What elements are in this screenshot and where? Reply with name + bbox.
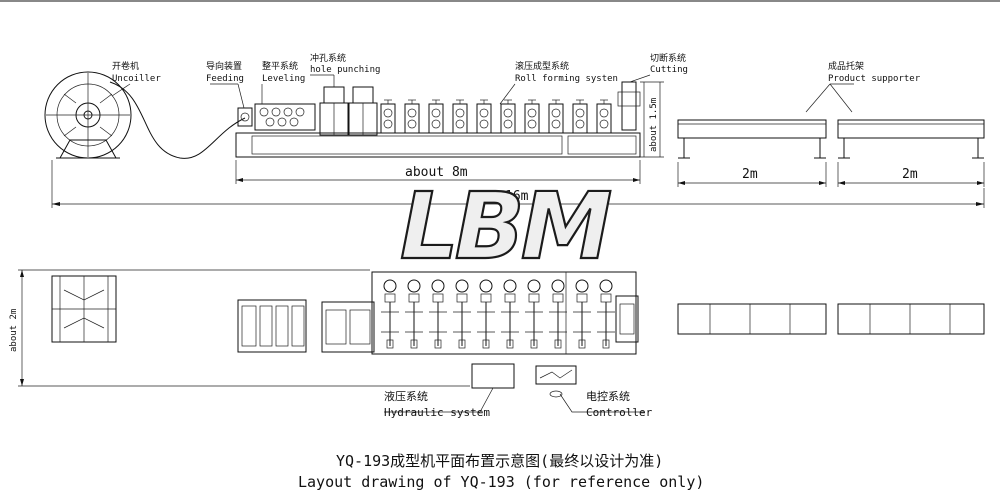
supporter-label-zh: 成品托架 bbox=[828, 60, 864, 72]
forming-stand bbox=[596, 99, 612, 134]
machine-length-dimension bbox=[235, 160, 641, 184]
cutting-unit bbox=[617, 81, 641, 131]
plan-forming-stand bbox=[501, 279, 519, 349]
punching-press-1 bbox=[319, 86, 349, 136]
plan-machine-frame bbox=[371, 271, 637, 355]
plan-forming-stand bbox=[381, 279, 399, 349]
height-dimension bbox=[640, 81, 664, 158]
forming-label-zh: 滚压成型系统 bbox=[515, 60, 569, 72]
punching-label-zh: 冲孔系统 bbox=[310, 52, 346, 64]
forming-stand bbox=[404, 99, 420, 134]
plan-forming-stand bbox=[453, 279, 471, 349]
plan-forming-stands bbox=[381, 279, 615, 349]
plan-forming-stand bbox=[573, 279, 591, 349]
cutting-label-en: Cutting bbox=[650, 65, 688, 75]
forming-stand bbox=[476, 99, 492, 134]
title-english: Layout drawing of YQ-193 (for reference … bbox=[298, 473, 704, 491]
uncoiller-machine bbox=[44, 71, 132, 159]
plan-supporter-2 bbox=[837, 303, 985, 335]
feeding-label-zh: 导向装置 bbox=[206, 60, 242, 72]
supporter1-dim-label: 2m bbox=[742, 167, 758, 182]
plan-forming-stand bbox=[405, 279, 423, 349]
forming-stand bbox=[572, 99, 588, 134]
hydraulic-label-en: Hydraulic system bbox=[384, 406, 490, 419]
plan-forming-stand bbox=[477, 279, 495, 349]
plan-width-label: about 2m bbox=[9, 309, 19, 352]
controller-label-zh: 电控系统 bbox=[586, 389, 630, 403]
punching-press-2 bbox=[348, 86, 378, 136]
supporter-label-en: Product supporter bbox=[828, 74, 921, 84]
forming-stand bbox=[428, 99, 444, 134]
plan-forming-stand bbox=[597, 279, 615, 349]
lbm-watermark: LBM bbox=[400, 173, 611, 280]
uncoiller-label-zh: 开卷机 bbox=[112, 60, 139, 72]
strip-material bbox=[109, 81, 246, 159]
punching-label-en: hole punching bbox=[310, 65, 380, 75]
uncoiller-label-en: Uncoiller bbox=[112, 74, 161, 84]
leveling-label-en: Leveling bbox=[262, 74, 305, 84]
plan-punching bbox=[321, 301, 375, 353]
plan-uncoiller bbox=[51, 275, 117, 343]
total-length-dimension bbox=[51, 160, 985, 208]
product-supporter-1 bbox=[677, 119, 827, 159]
leveling-label-zh: 整平系统 bbox=[262, 60, 298, 72]
forming-label-en: Roll forming systen bbox=[515, 74, 618, 84]
total-length-label: 16m bbox=[505, 189, 529, 204]
cutting-label-zh: 切断系统 bbox=[650, 52, 686, 64]
forming-stand bbox=[548, 99, 564, 134]
controller-unit bbox=[535, 365, 644, 413]
supporter-dimensions bbox=[677, 162, 985, 187]
plan-supporter-1 bbox=[677, 303, 827, 335]
height-dim-label: about 1.5m bbox=[649, 98, 659, 152]
forming-stand bbox=[500, 99, 516, 134]
plan-forming-stand bbox=[429, 279, 447, 349]
plan-cutting bbox=[615, 295, 639, 343]
feeding-unit bbox=[237, 107, 253, 127]
forming-stand bbox=[380, 99, 396, 134]
machine-length-label: about 8m bbox=[405, 165, 468, 180]
leveling-unit bbox=[254, 103, 316, 131]
label-leaders bbox=[111, 74, 854, 113]
plan-leveling bbox=[237, 299, 307, 353]
feeding-label-en: Feeding bbox=[206, 74, 244, 84]
hydraulic-label-zh: 液压系统 bbox=[384, 389, 428, 403]
plan-forming-stand bbox=[525, 279, 543, 349]
machine-base bbox=[235, 132, 641, 158]
product-supporter-2 bbox=[837, 119, 985, 159]
plan-width-dimension bbox=[18, 269, 470, 387]
roll-forming-stands bbox=[380, 99, 612, 134]
supporter2-dim-label: 2m bbox=[902, 167, 918, 182]
hydraulic-unit bbox=[384, 363, 515, 413]
forming-stand bbox=[524, 99, 540, 134]
plan-forming-stand bbox=[549, 279, 567, 349]
controller-label-en: Controller bbox=[586, 406, 653, 419]
title-chinese: YQ-193成型机平面布置示意图(最终以设计为准) bbox=[336, 452, 663, 470]
forming-stand bbox=[452, 99, 468, 134]
